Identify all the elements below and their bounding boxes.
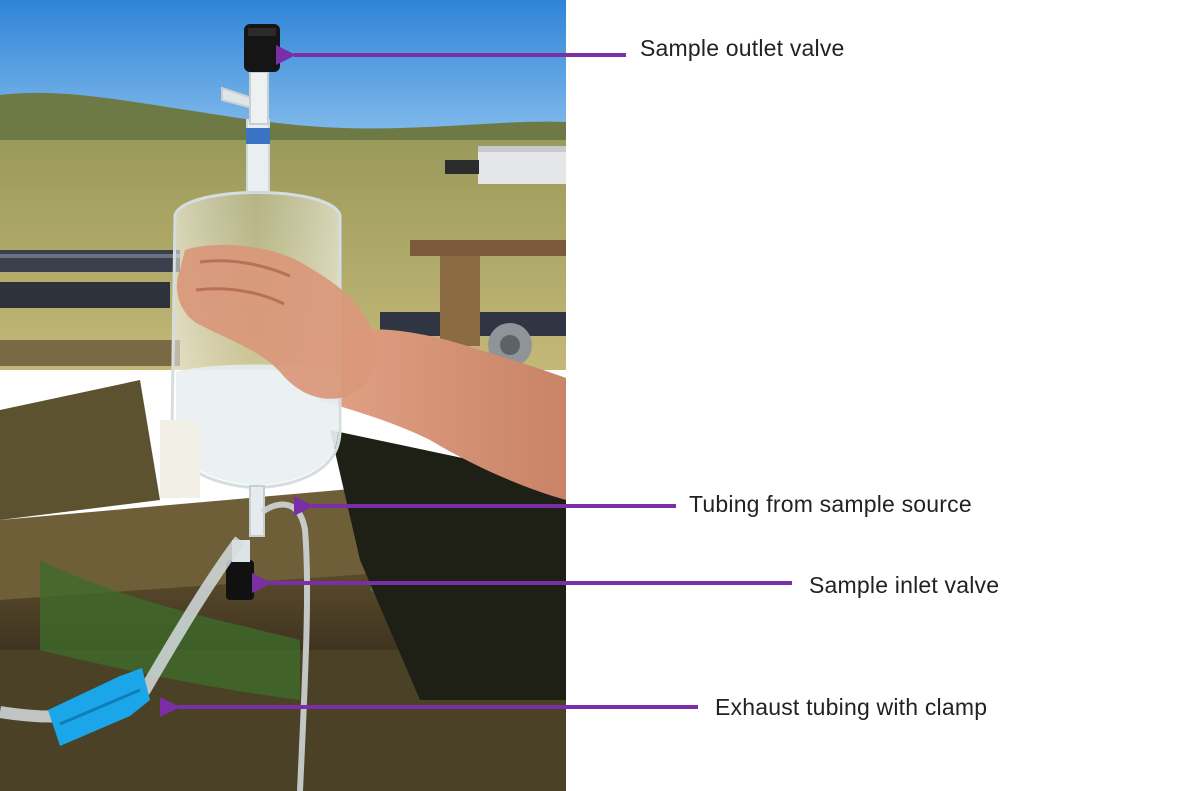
- stand-block: [160, 420, 200, 498]
- label-tubing-from-sample-source: Tubing from sample source: [689, 491, 972, 517]
- liquid: [176, 364, 338, 485]
- shed: [478, 146, 566, 184]
- label-sample-outlet-valve: Sample outlet valve: [640, 35, 845, 61]
- label-exhaust-tubing-with-clamp: Exhaust tubing with clamp: [715, 694, 988, 720]
- pipe-upper: [0, 250, 180, 272]
- sampling-flask-photo: [0, 0, 566, 791]
- label-sample-inlet-valve: Sample inlet valve: [809, 572, 1000, 598]
- source-tubing: [260, 501, 311, 791]
- inlet-valve: [226, 560, 254, 600]
- hand: [176, 244, 377, 399]
- wood-rail-top: [0, 340, 180, 366]
